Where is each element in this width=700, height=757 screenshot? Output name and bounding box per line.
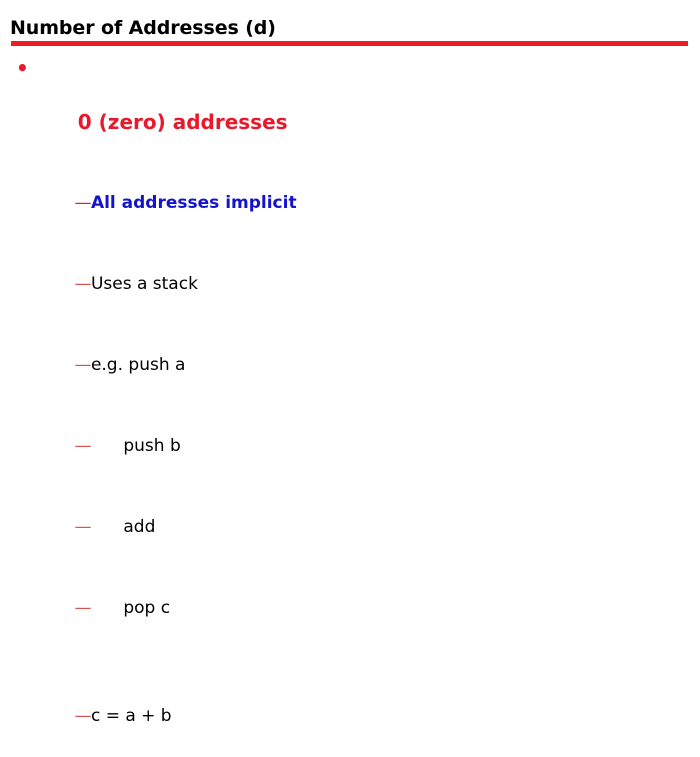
list-item-label: Uses a stack	[90, 274, 198, 294]
presentation-slide: Number of Addresses (d) • 0 (zero) addre…	[10, 17, 688, 726]
list-item: — push b	[0, 406, 700, 487]
em-dash-marker: —	[74, 193, 91, 213]
list-item-label: add	[90, 517, 156, 537]
em-dash-marker: —	[74, 706, 91, 726]
bullet-dot-icon: •	[16, 56, 29, 80]
list-item: —All addresses implicit	[0, 163, 700, 244]
list-item: —c = a + b	[0, 676, 700, 757]
slide-body: • 0 (zero) addresses —All addresses impl…	[0, 55, 700, 757]
list-item-label: pop c	[90, 598, 171, 618]
list-item: — pop c	[0, 568, 700, 649]
list-item: — add	[0, 487, 700, 568]
page-title: Number of Addresses (d)	[10, 17, 276, 39]
em-dash-marker: —	[74, 598, 91, 618]
list-item-label: push b	[90, 436, 181, 456]
title-underline-rule	[11, 41, 688, 46]
list-item-label: c = a + b	[90, 706, 172, 726]
list-item: —e.g. push a	[0, 325, 700, 406]
bullet-level1-label: 0 (zero) addresses	[77, 110, 288, 134]
list-item-label: e.g. push a	[90, 355, 186, 375]
list-item-label: All addresses implicit	[90, 193, 297, 213]
em-dash-marker: —	[74, 517, 91, 537]
bullet-level1: • 0 (zero) addresses	[0, 55, 700, 163]
em-dash-marker: —	[74, 355, 91, 375]
em-dash-marker: —	[74, 274, 91, 294]
blank-line	[0, 649, 700, 676]
em-dash-marker: —	[74, 436, 91, 456]
list-item: —Uses a stack	[0, 244, 700, 325]
